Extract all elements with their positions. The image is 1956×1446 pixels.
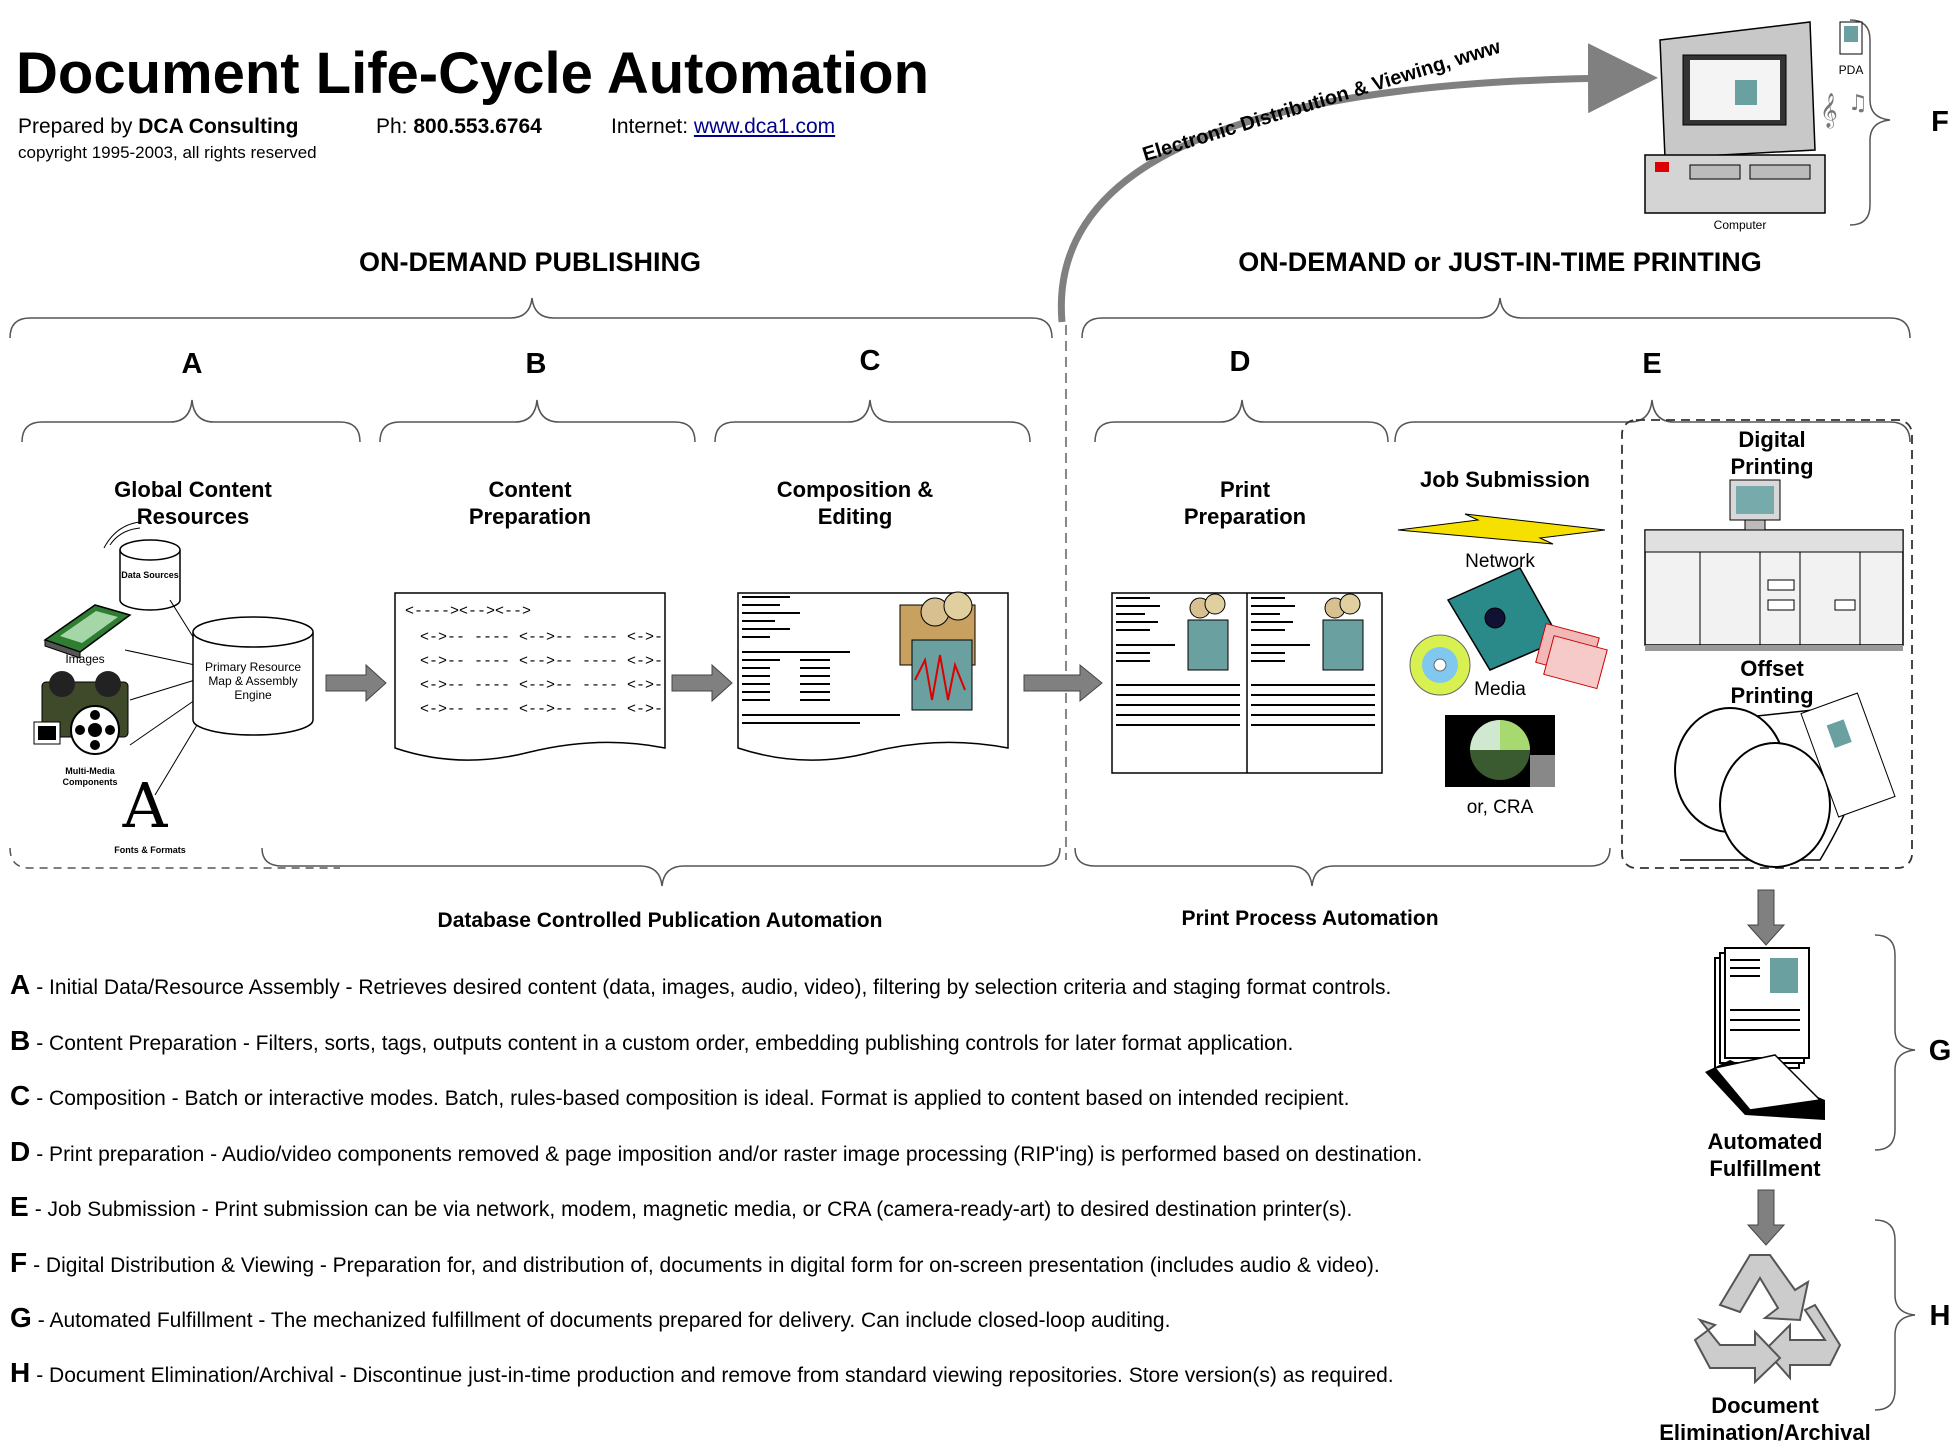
data-sources-icon [103,521,181,611]
assembly-engine-label: Primary Resource Map & Assembly Engine [204,660,302,702]
letter-c: C [859,345,881,377]
letter-a: A [181,348,203,380]
fonts-formats-label: Fonts & Formats [114,845,186,855]
connector-lines [124,599,201,796]
data-sources-label: Data Sources [121,570,179,580]
stage-elimination: Document Elimination/Archival [1659,1393,1871,1445]
legend-item-g: G- Automated Fulfillment - The mechanize… [10,1302,1171,1333]
print-prep-pages [1111,592,1383,774]
print-automation-label: Print Process Automation [1181,907,1439,930]
letter-h: H [1929,1300,1951,1332]
stage-job-submission: Job Submission [1420,467,1590,492]
offset-printer-icon [1674,692,1896,868]
legend-item-c: C- Composition - Batch or interactive mo… [10,1080,1350,1111]
stage-print-prep: Print Preparation [1183,477,1307,529]
brace-db-automation [261,847,1061,887]
brace-publishing [9,297,1053,339]
code-line-header: <----><--><--> [405,603,532,620]
computer-icon: 𝄞 ♫ [1644,21,1868,214]
assembly-engine-icon [192,616,314,736]
network-bolt-icon [1397,513,1606,545]
brace-e [1394,399,1911,443]
legend-item-h: H- Document Elimination/Archival - Disco… [10,1357,1394,1388]
letter-g: G [1928,1035,1952,1067]
composition-document [737,591,1009,761]
computer-label: Computer [1713,218,1767,232]
brace-c [714,399,1031,443]
brace-h [1874,1219,1916,1411]
flow-arrow-b-c [671,663,733,703]
phone-label: Ph: [376,115,408,138]
recycle-icon [1693,1254,1842,1385]
brace-b [379,399,696,443]
electronic-distribution-arrow [1057,43,1658,323]
website-link[interactable]: www.dca1.com [693,115,836,138]
code-line: <->-- ---- <-->-- ---- <->- [420,629,664,646]
letter-b: B [525,348,547,380]
content-document [394,592,666,761]
legend-item-e: E- Job Submission - Print submission can… [10,1191,1353,1222]
phone-number: 800.553.6764 [413,115,542,138]
stage-content-prep: Content Preparation [468,477,592,529]
stage-global-content: Global Content Resources [114,477,272,529]
multimedia-label: Multi-Media Components [62,766,118,787]
letter-f: F [1931,106,1949,138]
copyright: copyright 1995-2003, all rights reserved [18,143,317,162]
code-line: <->-- ---- <-->-- ---- <->- [420,701,664,718]
section-publishing: ON-DEMAND PUBLISHING [359,247,701,277]
svg-text:♫: ♫ [1848,91,1868,116]
brace-printing [1081,297,1911,339]
flow-arrow-g-h [1746,1189,1786,1246]
brace-d [1094,399,1389,443]
letter-e: E [1642,348,1662,380]
pda-label: PDA [1838,63,1864,77]
code-line: <->-- ---- <-->-- ---- <->- [420,677,664,694]
flow-arrow-a-b [325,663,387,703]
cra-label: or, CRA [1466,797,1534,818]
dashed-a-region [9,847,340,869]
code-line: <->-- ---- <-->-- ---- <->- [420,653,664,670]
internet-label: Internet: [611,115,689,138]
legend-item-d: D- Print preparation - Audio/video compo… [10,1136,1423,1167]
flow-arrow-e-g [1746,889,1786,946]
prepared-by-label: Prepared by [18,115,133,138]
media-icon [1409,567,1608,696]
images-label: Images [65,652,105,666]
svg-text:𝄞: 𝄞 [1820,93,1838,129]
section-printing: ON-DEMAND or JUST-IN-TIME PRINTING [1238,247,1762,277]
brace-print-automation [1074,847,1611,887]
legend-item-a: A- Initial Data/Resource Assembly - Retr… [10,969,1392,1000]
db-automation-label: Database Controlled Publication Automati… [437,909,883,932]
letter-d: D [1229,346,1251,378]
phone: Ph: 800.553.6764 [376,115,542,139]
brace-g [1874,934,1916,1151]
fulfillment-icon [1705,947,1825,1120]
cra-icon [1445,715,1555,787]
stage-composition: Composition & Editing [776,477,934,529]
brace-a [21,399,361,443]
media-label: Media [1474,679,1526,700]
stage-digital-printing: Digital Printing [1730,427,1814,479]
stage-offset-printing: Offset Printing [1730,656,1814,708]
scanner-icon [43,604,132,659]
digital-printer-icon [1644,479,1904,651]
brace-f [1849,19,1891,226]
company-name: DCA Consulting [138,115,299,138]
legend-item-b: B- Content Preparation - Filters, sorts,… [10,1025,1294,1056]
stage-fulfillment: Automated Fulfillment [1707,1129,1823,1181]
fonts-glyph: A [122,769,168,842]
prepared-by: Prepared by DCA Consulting [18,115,298,139]
dashed-printing-box [1621,419,1913,869]
legend-item-f: F- Digital Distribution & Viewing - Prep… [10,1247,1380,1278]
flow-arrow-c-d [1023,663,1103,703]
multimedia-icon [33,671,129,755]
internet: Internet: www.dca1.com [611,115,835,139]
network-label: Network [1465,551,1535,572]
page-title: Document Life-Cycle Automation [16,41,930,106]
